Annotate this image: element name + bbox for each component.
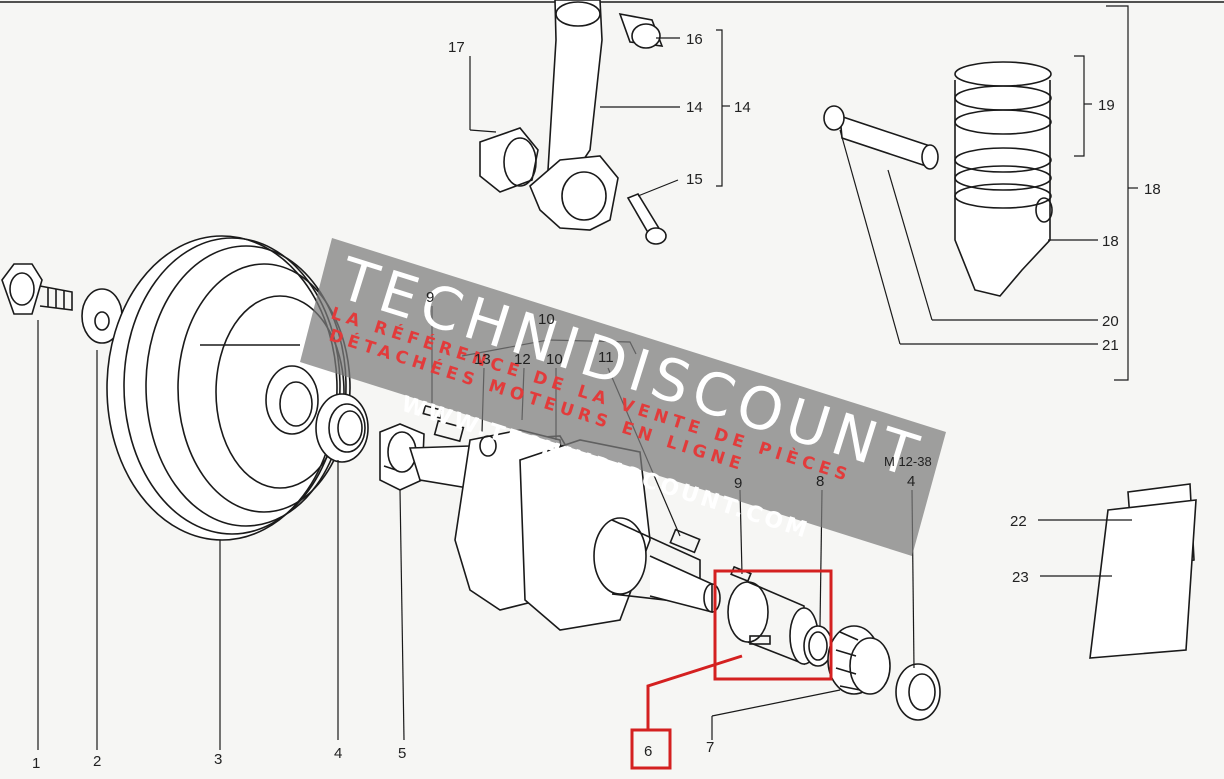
callout-14: 14	[686, 99, 703, 116]
part-22-23-documents	[1089, 483, 1197, 659]
callout-numbers: 1 2 3 4 5 6 7 4 8 9 9 10 10 11 12 13 14 …	[32, 31, 1161, 772]
callout-5: 5	[398, 745, 406, 762]
callout-12: 12	[514, 351, 531, 368]
callout-13: 13	[474, 351, 491, 368]
callout-1: 1	[32, 755, 40, 772]
callout-14-group: 14	[734, 99, 751, 116]
callout-17: 17	[448, 39, 465, 56]
callout-9-front: 9	[734, 475, 742, 492]
callout-3: 3	[214, 751, 222, 768]
callout-2: 2	[93, 753, 101, 770]
highlight-part-6	[630, 569, 833, 770]
callout-6: 6	[644, 743, 652, 760]
callout-15: 15	[686, 171, 703, 188]
part-16-bushing	[618, 12, 664, 49]
callout-19: 19	[1098, 97, 1115, 114]
callout-7: 7	[706, 739, 714, 756]
crankshaft	[408, 419, 721, 631]
callout-23: 23	[1012, 569, 1029, 586]
part-15-bolt	[626, 193, 667, 245]
callout-10: 10	[546, 351, 563, 368]
callout-18-group: 18	[1144, 181, 1161, 198]
part-1-nut	[1, 263, 73, 315]
part-18-piston	[954, 61, 1053, 297]
part-2-washer	[81, 288, 123, 344]
callout-20: 20	[1102, 313, 1119, 330]
part-12-plug	[479, 435, 497, 457]
callout-16: 16	[686, 31, 703, 48]
part-4-seal	[315, 393, 369, 463]
callout-22: 22	[1010, 513, 1027, 530]
callout-11: 11	[598, 349, 614, 366]
part-17-bearing-shell	[479, 127, 539, 193]
part-20-piston-pin	[823, 105, 939, 170]
part-8-ring	[803, 625, 833, 667]
callout-18: 18	[1102, 233, 1119, 250]
part-4-seal-front	[895, 663, 941, 721]
callout-21: 21	[1102, 337, 1119, 354]
callout-10-group: 10	[538, 311, 555, 328]
part-7-gear	[827, 625, 891, 695]
part-14-connecting-rod	[529, 0, 619, 231]
callout-4-front: 4	[907, 473, 915, 490]
callout-8: 8	[816, 473, 824, 490]
callout-9-rear: 9	[426, 289, 434, 306]
part-3-flywheel	[106, 235, 351, 541]
callout-4: 4	[334, 745, 342, 762]
reference-code: M 12-38	[884, 454, 932, 469]
